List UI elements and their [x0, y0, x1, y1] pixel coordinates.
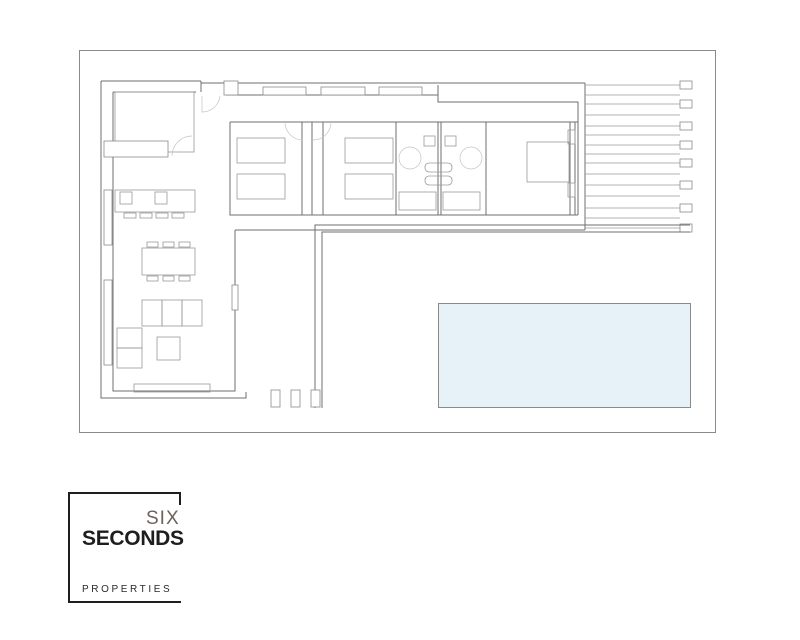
- kitchen-island: [114, 189, 196, 213]
- tv-unit: [133, 383, 211, 393]
- logo-frame: [68, 492, 181, 603]
- logo-properties: PROPERTIES: [82, 584, 173, 595]
- logo-six: SIX: [146, 508, 180, 529]
- sofa: [116, 299, 203, 369]
- left-windows: [103, 189, 239, 366]
- bedroom-2: [312, 121, 397, 215]
- bedroom-1: [236, 121, 313, 215]
- dining-chairs: [146, 241, 191, 282]
- deck-slats: [585, 80, 693, 233]
- kitchen-counter: [103, 140, 169, 158]
- steps: [270, 389, 321, 408]
- terrace-edge: [314, 224, 690, 408]
- top-windows: [223, 80, 423, 96]
- dining-table: [141, 247, 196, 276]
- swimming-pool: [438, 303, 691, 408]
- exterior-wall-left-wing: [100, 80, 247, 399]
- bathrooms: [398, 122, 487, 215]
- logo-seconds: SECONDS: [82, 527, 184, 550]
- plan-frame: [79, 50, 716, 433]
- bar-stools: [119, 191, 185, 219]
- master-bedroom: [526, 122, 576, 215]
